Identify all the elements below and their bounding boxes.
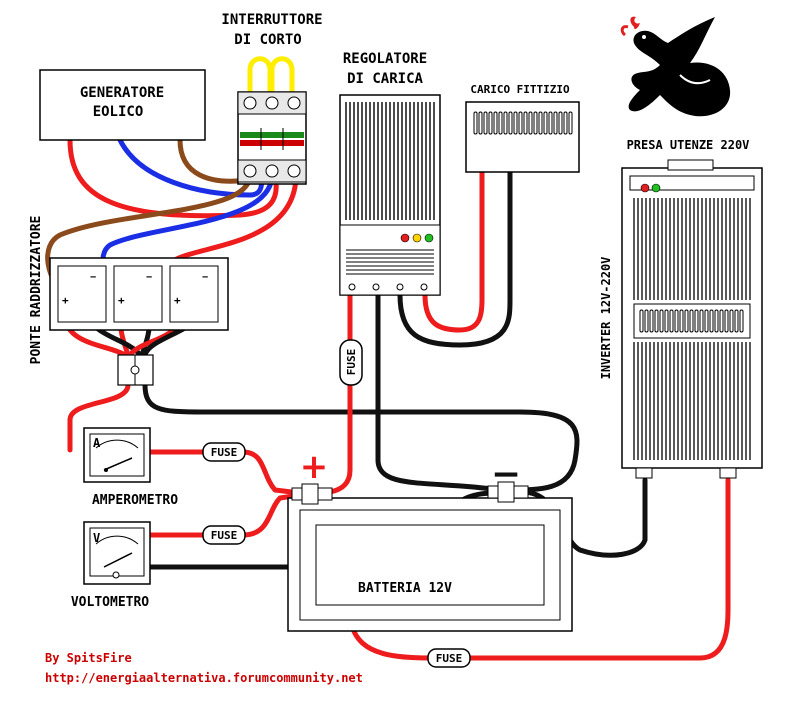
battery: BATTERIA 12V + − (287, 447, 573, 632)
charge-regulator: REGOLATORE DI CARICA (339, 51, 441, 296)
ammeter-letter: A (93, 436, 101, 450)
svg-text:−: − (90, 272, 96, 283)
wire-reg-load-pos (422, 169, 485, 333)
svg-text:−: − (202, 272, 208, 283)
fuse-ammeter: FUSE (202, 442, 246, 462)
svg-text:+: + (118, 294, 125, 307)
ammeter: A AMPEROMETRO (83, 427, 178, 508)
author-credit: By SpitsFire (45, 651, 132, 665)
wire-fuse-plus (240, 449, 303, 496)
rectifier-label: PONTE RADDRIZZATORE (29, 216, 44, 365)
dummy-load-resistors (473, 111, 573, 135)
wire-gen-red (67, 137, 279, 219)
fuse-regulator: FUSE (339, 339, 363, 386)
fuse-voltmeter: FUSE (202, 525, 246, 545)
switch-label-1: INTERRUTTORE (221, 12, 322, 28)
led-icon (651, 183, 661, 193)
inverter-label: INVERTER 12V-220V (599, 257, 613, 380)
battery-minus-sign: − (491, 454, 521, 495)
regulator-label-1: REGOLATORE (343, 51, 427, 67)
wind-generator: GENERATORE EOLICO (39, 69, 206, 141)
led-icon (400, 233, 410, 243)
short-switch: INTERRUTTORE DI CORTO (221, 12, 323, 185)
wire-fuse-battery-pos (327, 382, 353, 495)
generator-label-2: EOLICO (93, 104, 144, 120)
wire-reg-battery-neg (375, 292, 503, 493)
battery-plus-sign: + (300, 447, 329, 487)
wire-fuse-plus2 (240, 492, 303, 538)
battery-label: BATTERIA 12V (358, 581, 452, 596)
inverter: PRESA UTENZE 220V INVERTER 12V-220V (599, 138, 763, 479)
wire-rect-battery-neg (142, 382, 580, 493)
svg-text:+: + (62, 294, 69, 307)
wire-rect-ammeter (67, 382, 131, 453)
switch-label-2: DI CORTO (234, 32, 301, 48)
voltmeter-label: VOLTOMETRO (71, 595, 149, 610)
regulator-front-lines (346, 249, 434, 275)
dummy-load: CARICO FITTIZIO (465, 83, 580, 173)
wire-reg-load-neg (397, 169, 513, 348)
led-icon (640, 183, 650, 193)
svg-text:+: + (174, 294, 181, 307)
led-icon (412, 233, 422, 243)
junction-terminal (117, 354, 154, 386)
led-icon (424, 233, 434, 243)
wire-short-loop (247, 56, 295, 93)
fuse-ammeter-label: FUSE (211, 446, 238, 459)
voltmeter-dial-icon (95, 535, 139, 579)
ammeter-label: AMPEROMETRO (92, 493, 178, 508)
regulator-label-2: DI CARICA (347, 71, 423, 87)
generator-label-1: GENERATORE (80, 85, 164, 101)
fuse-inverter-label: FUSE (436, 652, 463, 665)
wire-battery-inverter-pos2 (467, 477, 731, 661)
voltmeter-letter: V (93, 531, 100, 545)
voltmeter: V VOLTOMETRO (71, 521, 151, 610)
svg-text:−: − (146, 272, 152, 283)
rectifier-bridge: PONTE RADDRIZZATORE + + + − − − (29, 216, 229, 365)
fuse-voltmeter-label: FUSE (211, 529, 238, 542)
dragon-logo-icon (620, 16, 731, 117)
fuse-regulator-label: FUSE (345, 349, 358, 376)
source-url[interactable]: http://energiaalternativa.forumcommunity… (45, 671, 363, 685)
fuse-inverter: FUSE (427, 648, 471, 668)
ammeter-dial-icon (95, 439, 139, 472)
inverter-heatsink-fins (633, 198, 751, 460)
outlet-label: PRESA UTENZE 220V (627, 138, 750, 152)
inverter-grille (639, 309, 744, 333)
dummy-load-label: CARICO FITTIZIO (470, 83, 570, 96)
regulator-heatsink-fins (345, 102, 435, 220)
